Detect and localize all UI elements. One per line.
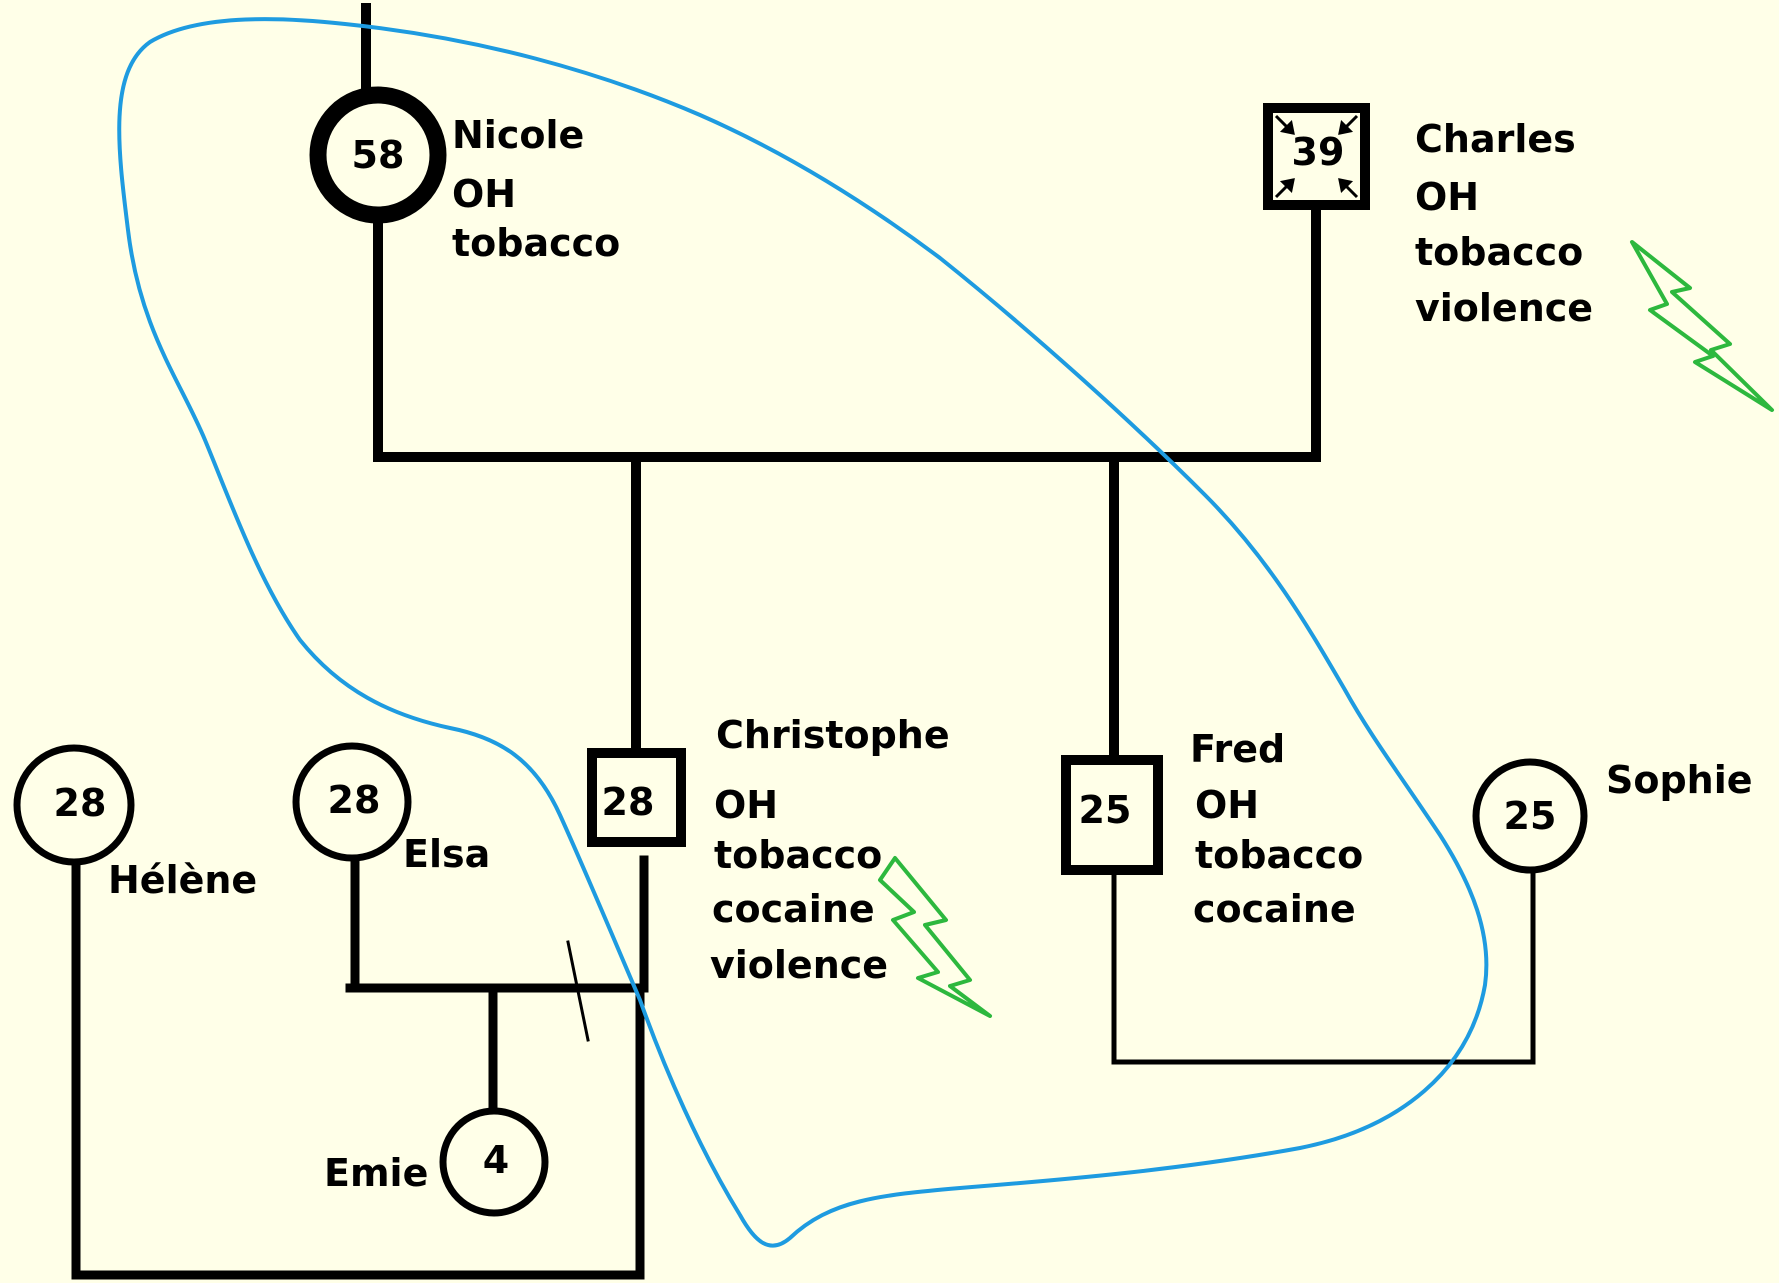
person-elsa: 28 Elsa — [292, 742, 490, 876]
person-trait: tobacco — [1195, 833, 1363, 877]
person-nicole: 58 Nicole OH tobacco — [309, 86, 620, 265]
person-trait: OH — [452, 172, 516, 216]
person-trait: OH — [1415, 175, 1479, 219]
person-age: 28 — [54, 781, 107, 825]
person-trait: violence — [710, 943, 888, 987]
person-age: 25 — [1504, 794, 1557, 838]
person-trait: tobacco — [1415, 230, 1583, 274]
person-sophie: 25 Sophie — [1472, 758, 1753, 874]
person-trait: OH — [1195, 783, 1259, 827]
lightning-bolt-icon — [1630, 240, 1774, 412]
person-trait: OH — [714, 783, 778, 827]
person-emie: 4 Emie — [324, 1107, 549, 1217]
person-age: 28 — [328, 778, 381, 822]
female-symbol — [309, 86, 447, 224]
person-trait: tobacco — [452, 221, 620, 265]
lightning-bolt-icon — [878, 856, 992, 1018]
person-fred: 25 Fred OH tobacco cocaine — [1061, 727, 1363, 931]
person-name: Christophe — [716, 713, 950, 757]
relationship-lines — [71, 3, 1536, 1280]
household-outline — [117, 17, 1489, 1248]
person-trait: cocaine — [712, 887, 875, 931]
person-name: Charles — [1415, 117, 1576, 161]
female-symbol — [292, 742, 412, 862]
person-helene: 28 Hélène — [13, 744, 257, 902]
person-name: Fred — [1190, 727, 1285, 771]
separation-slash — [566, 940, 590, 1042]
female-symbol — [13, 744, 135, 866]
person-trait: violence — [1415, 286, 1593, 330]
person-age: 25 — [1079, 788, 1132, 832]
person-trait: cocaine — [1193, 887, 1356, 931]
female-symbol — [1472, 758, 1588, 874]
person-christophe: 28 Christophe OH tobacco cocaine violenc… — [587, 713, 992, 1018]
inward-arrows-icon — [1274, 114, 1359, 199]
male-symbol — [1061, 755, 1163, 875]
person-name: Hélène — [108, 858, 257, 902]
person-age: 4 — [483, 1138, 509, 1182]
male-symbol — [587, 748, 686, 847]
person-name: Emie — [324, 1151, 428, 1195]
person-name: Sophie — [1606, 758, 1753, 802]
person-trait: tobacco — [714, 833, 882, 877]
person-name: Elsa — [403, 832, 490, 876]
person-age: 28 — [602, 780, 655, 824]
person-age: 58 — [352, 133, 405, 177]
person-charles: 39 Charles OH tobacco violence — [1263, 103, 1774, 412]
female-symbol — [439, 1107, 549, 1217]
person-age: 39 — [1292, 130, 1345, 174]
person-name: Nicole — [452, 113, 584, 157]
